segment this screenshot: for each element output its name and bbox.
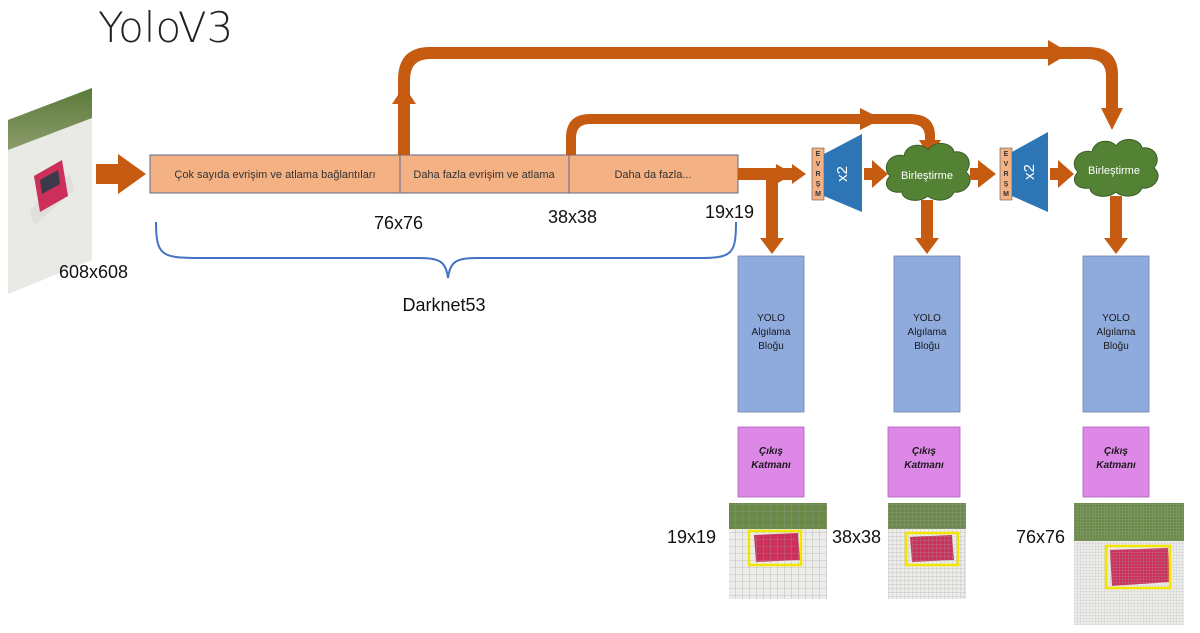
svg-text:Bloğu: Bloğu (758, 341, 784, 352)
output-image-19 (729, 503, 827, 599)
scale-label-76: 76x76 (374, 213, 423, 233)
backbone-stage-3-label: Daha da fazla... (614, 169, 691, 181)
svg-text:R: R (1003, 171, 1008, 178)
output-scale-label-38: 38x38 (832, 527, 881, 547)
svg-text:YOLO: YOLO (1102, 313, 1130, 324)
svg-text:Algılama: Algılama (908, 327, 947, 338)
input-size-label: 608x608 (59, 262, 128, 282)
svg-text:V: V (816, 161, 821, 168)
output-scale-label-19: 19x19 (667, 527, 716, 547)
diagram-title: YoloV3 (98, 3, 233, 52)
concat-label-1: Birleştirme (901, 170, 953, 182)
svg-text:YOLO: YOLO (757, 313, 785, 324)
backbone-stage-1-label: Çok sayıda evrişim ve atlama bağlantılar… (174, 169, 375, 181)
input-arrow (96, 154, 146, 194)
arrow-to-upsample-2 (970, 160, 996, 188)
output-block-1: Çıkış Katmanı (738, 427, 804, 497)
svg-text:Algılama: Algılama (752, 327, 791, 338)
upsample-block-2: E V R Ş M x2 (1000, 132, 1048, 212)
arrow-to-concat-1 (864, 160, 888, 188)
svg-text:Bloğu: Bloğu (914, 341, 940, 352)
arrow-to-concat-2 (1050, 160, 1074, 188)
svg-text:Ş: Ş (816, 181, 821, 188)
output-block-3: Çıkış Katmanı (1083, 427, 1149, 497)
output-block-2: Çıkış Katmanı (888, 427, 960, 497)
backbone-name-label: Darknet53 (402, 295, 485, 315)
output-scale-label-76: 76x76 (1016, 527, 1065, 547)
svg-text:V: V (1004, 161, 1009, 168)
output-image-38 (888, 503, 966, 599)
skip-arrow-38 (566, 108, 941, 158)
svg-text:Katmanı: Katmanı (1096, 460, 1136, 471)
skip-arrow-76 (392, 40, 1123, 155)
upsample-factor-2: x2 (1021, 164, 1038, 180)
scale-label-38: 38x38 (548, 207, 597, 227)
svg-text:Çıkış: Çıkış (912, 446, 936, 457)
svg-text:Katmanı: Katmanı (904, 460, 944, 471)
svg-text:Çıkış: Çıkış (1104, 446, 1128, 457)
backbone: Çok sayıda evrişim ve atlama bağlantılar… (150, 155, 738, 193)
svg-text:R: R (815, 171, 820, 178)
concat-2-down-arrow (1104, 196, 1128, 254)
detection-block-2: YOLO Algılama Bloğu (894, 256, 960, 412)
concat-cloud-2: Birleştirme (1074, 139, 1158, 196)
detection-block-1: YOLO Algılama Bloğu (738, 256, 804, 412)
svg-text:E: E (1004, 151, 1009, 158)
concat-cloud-1: Birleştirme (886, 143, 970, 200)
upsample-block-1: E V R Ş M x2 (812, 134, 862, 212)
svg-text:M: M (815, 191, 821, 198)
svg-text:Bloğu: Bloğu (1103, 341, 1129, 352)
scale-label-19: 19x19 (705, 202, 754, 222)
svg-text:E: E (816, 151, 821, 158)
backbone-stage-2-label: Daha fazla evrişim ve atlama (413, 169, 555, 181)
darknet-brace (156, 222, 736, 278)
svg-text:Çıkış: Çıkış (759, 446, 783, 457)
svg-text:YOLO: YOLO (913, 313, 941, 324)
svg-text:Katmanı: Katmanı (751, 460, 791, 471)
upsample-factor-1: x2 (834, 166, 851, 182)
svg-text:Algılama: Algılama (1097, 327, 1136, 338)
output-image-76 (1074, 503, 1184, 625)
svg-text:M: M (1003, 191, 1009, 198)
svg-text:Ş: Ş (1004, 181, 1009, 188)
concat-1-down-arrow (915, 200, 939, 254)
detection-block-3: YOLO Algılama Bloğu (1083, 256, 1149, 412)
concat-label-2: Birleştirme (1088, 165, 1140, 177)
